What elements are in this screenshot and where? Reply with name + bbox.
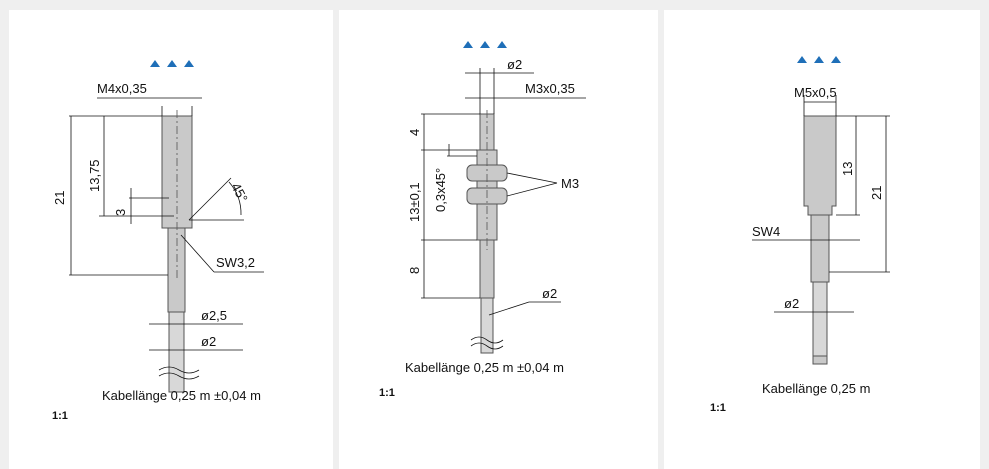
- thread-length-label: 13±0,1: [407, 182, 422, 222]
- sensor-neck: [810, 214, 830, 283]
- scale-label: 1:1: [379, 387, 395, 399]
- body-length-label: 13: [840, 162, 855, 176]
- sensor-body: [803, 115, 837, 216]
- sensor-cable: [168, 311, 185, 393]
- drawing-panel-3: M5x0,5 13 21 SW4 ø2 Kabellänge 0,25 m 1:…: [664, 10, 980, 469]
- nut-label: M3: [561, 176, 579, 191]
- cable-diameter-label: ø2: [784, 296, 799, 311]
- three-triangles-icon: [463, 41, 507, 48]
- wrench-size-label: SW3,2: [216, 255, 255, 270]
- tip-length-label: 4: [407, 129, 422, 136]
- cable-length-note: Kabellänge 0,25 m ±0,04 m: [405, 360, 564, 375]
- cable-end: [812, 355, 828, 365]
- sensor-neck: [167, 227, 186, 313]
- cable-length-note: Kabellänge 0,25 m ±0,04 m: [102, 388, 261, 403]
- outer-diameter-label: ø2,5: [201, 308, 227, 323]
- chamfer-label: 0,3x45°: [433, 168, 448, 212]
- tip-diameter-label: ø2: [507, 57, 522, 72]
- scale-label: 1:1: [710, 402, 726, 414]
- wrench-size-label: SW4: [752, 224, 780, 239]
- three-triangles-icon: [797, 56, 841, 63]
- drawing-panel-2: ø2 M3x0,35 4 13±0,1 0,3x45° M3 8: [339, 10, 658, 469]
- technical-drawing-1: M4x0,35 21 13,75 3 45° SW3,2 ø2: [52, 60, 264, 403]
- thread-label: M5x0,5: [794, 85, 837, 100]
- total-length-label: 21: [52, 191, 67, 205]
- cable-diameter-label: ø2: [542, 286, 557, 301]
- scale-label: 1:1: [52, 410, 68, 422]
- drawing-panel-1: M4x0,35 21 13,75 3 45° SW3,2 ø2: [9, 10, 333, 469]
- cable-diameter-label: ø2: [201, 334, 216, 349]
- three-triangles-icon: [150, 60, 194, 67]
- thread-label: M3x0,35: [525, 81, 575, 96]
- sleeve-length-label: 8: [407, 267, 422, 274]
- angle-label: 45°: [228, 180, 250, 204]
- sensor-cable: [812, 281, 828, 365]
- flat-length-label: 3: [113, 209, 128, 216]
- sensor-sleeve: [479, 239, 495, 299]
- technical-drawing-2: ø2 M3x0,35 4 13±0,1 0,3x45° M3 8: [405, 41, 586, 375]
- technical-drawing-3: M5x0,5 13 21 SW4 ø2 Kabellänge 0,25 m: [752, 56, 890, 396]
- thread-label: M4x0,35: [97, 81, 147, 96]
- body-length-label: 13,75: [87, 159, 102, 192]
- total-length-label: 21: [869, 186, 884, 200]
- cable-length-note: Kabellänge 0,25 m: [762, 381, 870, 396]
- sensor-cable: [480, 297, 494, 354]
